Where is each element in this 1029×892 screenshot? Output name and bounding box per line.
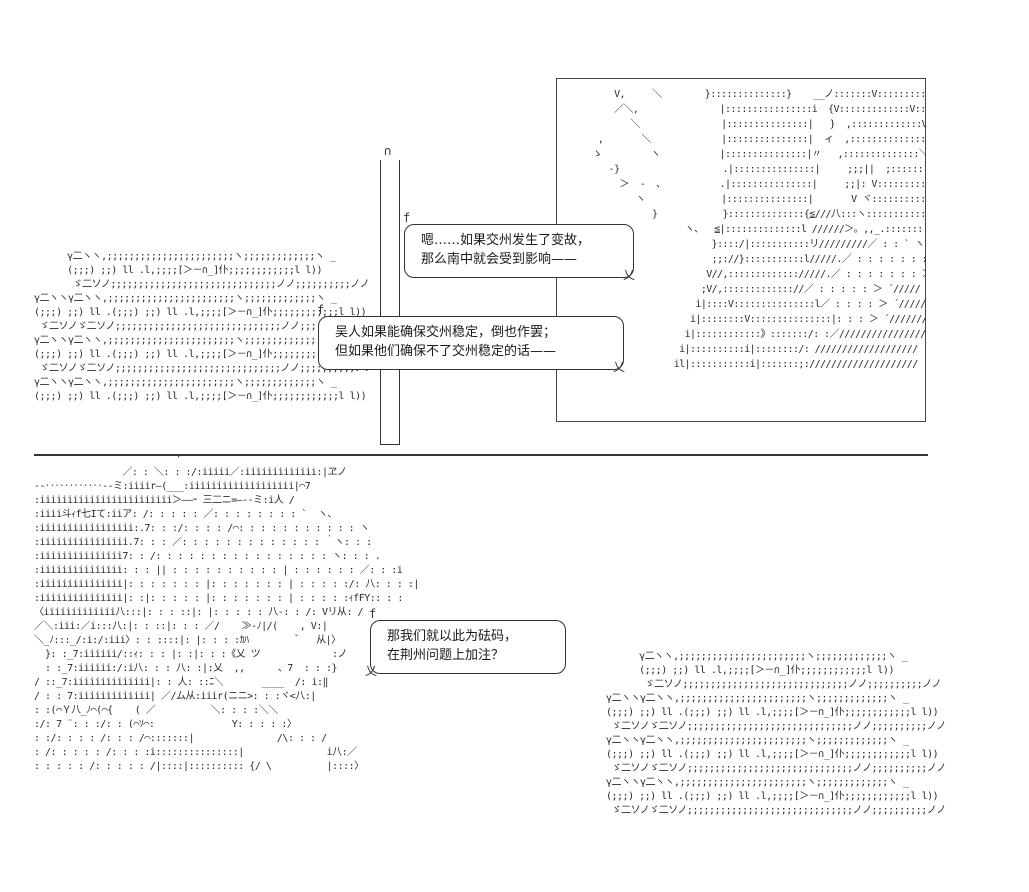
speech-bubble-3-line-2: 在荆州问题上加注？: [387, 648, 505, 663]
speech-bubble-3-line-1: 那我们就以此为砝码，: [387, 629, 518, 644]
speech-bubble-3-tail: 乂: [365, 664, 378, 678]
speech-bubble-2-line-2: 但如果他们确保不了交州稳定的话——: [335, 344, 557, 359]
speech-bubble-3: 那我们就以此为砝码， 在荆州问题上加注？ 乂: [365, 607, 566, 678]
speech-bubble-2-tail: 乂: [612, 360, 625, 374]
pole: [380, 160, 400, 444]
pole-base: [380, 444, 400, 445]
speech-bubble-1-line-1: 嗯……如果交州发生了变故，: [421, 233, 591, 248]
speech-bubble-2-line-1: 吴人如果能确保交州稳定，倒也作罢；: [335, 325, 557, 340]
speech-bubble-2: 吴人如果能确保交州稳定，倒也作罢； 但如果他们确保不了交州稳定的话—— 乂: [317, 303, 625, 374]
divider-mark-1: ,: [176, 448, 183, 459]
speech-bubble-1-line-2: 那么南中就会受到影响——: [421, 252, 578, 267]
divider-mark-2: .....: [494, 448, 525, 459]
pole-cap: ∩: [384, 144, 392, 158]
scene-divider: [34, 454, 928, 456]
speech-bubble-1: 嗯……如果交州发生了变故， 那么南中就会受到影响—— 乂: [403, 211, 635, 282]
castle-art: V, ＼ }::::::::::::::} __ノ:::::::V:::::::…: [592, 89, 926, 370]
crowd-top-left-art: γ二ヽヽ,;;;;;;;;;;;;;;;;;;;;;;;ヽ;;;;;;;;;;;…: [34, 251, 374, 402]
crowd-bottom-right-art: γ二ヽヽ,;;;;;;;;;;;;;;;;;;;;;;;ヽ;;;;;;;;;;;…: [606, 651, 946, 816]
divider-mark-3: .: [632, 448, 639, 459]
speech-bubble-1-tail: 乂: [622, 268, 635, 282]
figure-bottom-left-art: ／: : ＼: : :/:iiiii／:iiiiiiiiiiiii:|ヱノ --…: [34, 467, 419, 772]
